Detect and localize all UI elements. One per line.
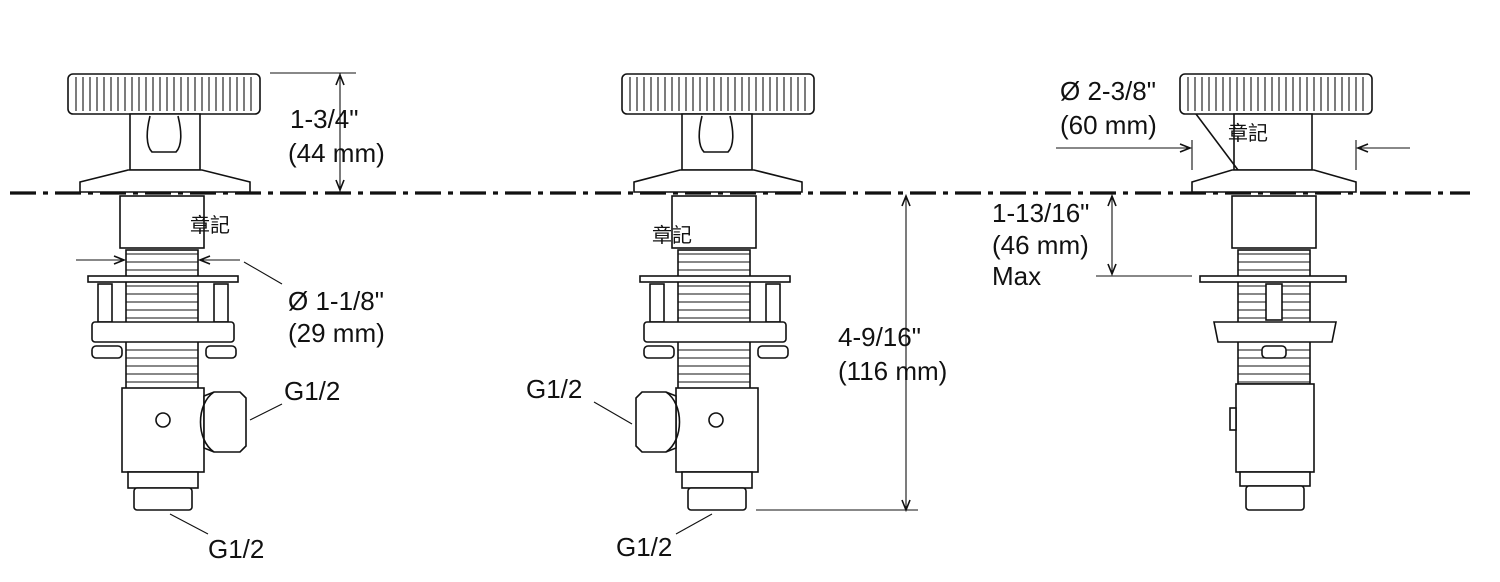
- stamp-right: 章記: [1228, 122, 1268, 145]
- handle-knob-right: [1179, 73, 1373, 115]
- side-outlet-middle-label: G1/2: [526, 374, 582, 404]
- deck-thickness-frac: 1-13/16": [992, 198, 1089, 228]
- handle-knob-middle: [621, 73, 815, 115]
- valve-middle: [621, 73, 815, 511]
- stamp-middle: 章記: [652, 224, 692, 247]
- handle-diameter-frac: Ø 2-3/8": [1060, 76, 1156, 106]
- bottom-outlet-middle-label: G1/2: [616, 532, 672, 562]
- overall-length-mm: (116 mm): [838, 356, 947, 386]
- handle-height-mm: (44 mm): [288, 138, 385, 168]
- stamp-left: 章記: [190, 214, 230, 237]
- handle-height-frac: 1-3/4": [290, 104, 359, 134]
- side-outlet-left-label: G1/2: [284, 376, 340, 406]
- deck-thickness-mm: (46 mm): [992, 230, 1089, 260]
- overall-length-frac: 4-9/16": [838, 322, 921, 352]
- thread-diameter-mm: (29 mm): [288, 318, 385, 348]
- handle-knob-left: [67, 73, 261, 115]
- valve-right: [1179, 73, 1373, 511]
- handle-diameter-mm: (60 mm): [1060, 110, 1157, 140]
- bottom-outlet-left-label: G1/2: [208, 534, 264, 564]
- thread-diameter-frac: Ø 1-1/8": [288, 286, 384, 316]
- valve-left: [67, 73, 261, 511]
- deck-thickness-max: Max: [992, 261, 1041, 291]
